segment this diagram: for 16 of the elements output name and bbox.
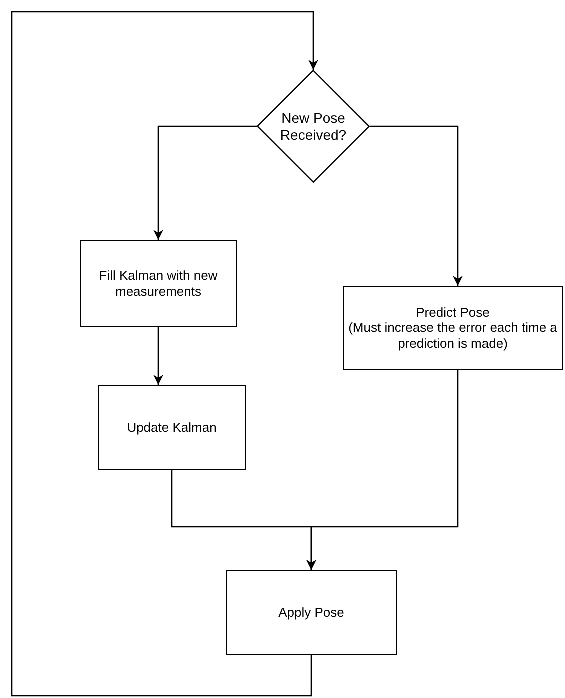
arrow xyxy=(154,126,257,240)
arrow xyxy=(11,11,318,697)
decision-diamond xyxy=(257,70,370,183)
arrow xyxy=(306,370,459,570)
box-label: Update Kalman xyxy=(127,420,217,436)
arrow xyxy=(154,327,164,385)
process-box xyxy=(80,240,237,327)
process-box xyxy=(98,385,246,470)
box-label: New Pose Received? xyxy=(279,110,348,144)
box-label: Fill Kalman with new measurements xyxy=(98,268,219,300)
box-title: Predict Pose xyxy=(416,304,490,320)
process-box xyxy=(226,570,397,655)
process-box xyxy=(343,286,563,370)
box-label: Apply Pose xyxy=(278,604,344,620)
arrow xyxy=(370,126,463,286)
box-note: (Must increase the error each time a prediction is made) xyxy=(348,320,558,352)
